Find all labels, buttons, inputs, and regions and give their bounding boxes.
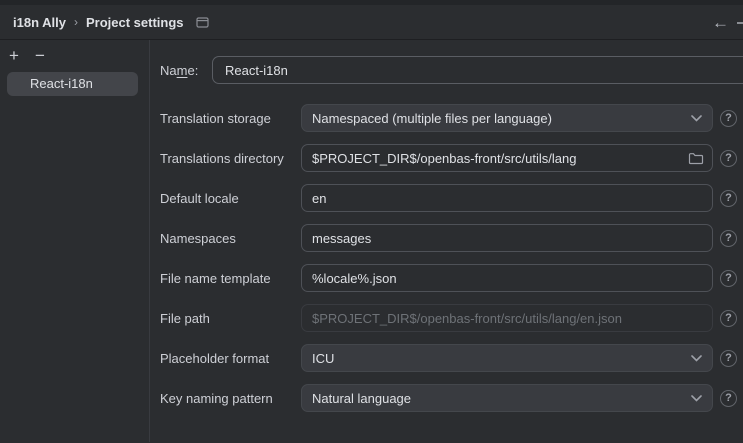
- sidebar-toolbar: + −: [0, 40, 149, 70]
- placeholder-format-row: Placeholder format ICU ?: [160, 344, 743, 372]
- translations-directory-label: Translations directory: [160, 150, 284, 166]
- chevron-down-icon: [691, 354, 702, 362]
- sidebar-item-react-i18n[interactable]: React-i18n: [7, 72, 138, 96]
- help-icon[interactable]: ?: [720, 389, 737, 407]
- namespaces-row: Namespaces ?: [160, 224, 743, 252]
- help-icon[interactable]: ?: [720, 349, 737, 367]
- placeholder-format-select[interactable]: ICU: [301, 344, 713, 372]
- file-path-label: File path: [160, 310, 210, 326]
- key-naming-pattern-label: Key naming pattern: [160, 390, 273, 406]
- placeholder-format-label: Placeholder format: [160, 350, 270, 366]
- name-row: Name:: [160, 56, 743, 84]
- back-arrow-icon[interactable]: ←: [712, 12, 729, 32]
- breadcrumb-separator-icon: ›: [73, 15, 78, 29]
- file-name-template-input[interactable]: [301, 264, 713, 292]
- add-project-button[interactable]: +: [2, 45, 26, 67]
- key-naming-pattern-value: Natural language: [312, 390, 412, 406]
- key-naming-pattern-select[interactable]: Natural language: [301, 384, 713, 412]
- window-icon[interactable]: [195, 16, 209, 28]
- translation-storage-row: Translation storage Namespaced (multiple…: [160, 104, 743, 132]
- file-path-row: File path ?: [160, 304, 743, 332]
- help-icon[interactable]: ?: [720, 229, 737, 247]
- chevron-down-icon: [691, 114, 702, 122]
- placeholder-format-value: ICU: [312, 350, 335, 366]
- header: i18n Ally › Project settings ←: [0, 5, 743, 40]
- translation-storage-value: Namespaced (multiple files per language): [312, 110, 552, 126]
- translations-directory-row: Translations directory ?: [160, 144, 743, 172]
- window-top-strip: [0, 0, 743, 5]
- help-icon[interactable]: ?: [720, 309, 737, 327]
- settings-form: Name: Translation storage Namespaced (mu…: [150, 40, 743, 442]
- translation-storage-select[interactable]: Namespaced (multiple files per language): [301, 104, 713, 132]
- breadcrumb-root[interactable]: i18n Ally: [13, 14, 66, 30]
- header-actions: ←: [712, 12, 743, 32]
- remove-project-button[interactable]: −: [28, 45, 52, 67]
- help-icon[interactable]: ?: [720, 189, 737, 207]
- help-icon[interactable]: ?: [720, 269, 737, 287]
- default-locale-row: Default locale ?: [160, 184, 743, 212]
- main-split: + − React-i18n Name: Translation storage…: [0, 40, 743, 442]
- breadcrumb-current: Project settings: [85, 14, 184, 30]
- translations-directory-input[interactable]: [312, 150, 688, 166]
- folder-icon[interactable]: [688, 152, 704, 165]
- translation-storage-label: Translation storage: [160, 110, 271, 126]
- namespaces-input[interactable]: [301, 224, 713, 252]
- name-label: Name:: [160, 62, 199, 78]
- translations-directory-field: [301, 144, 713, 172]
- file-name-template-row: File name template ?: [160, 264, 743, 292]
- sidebar: + − React-i18n: [0, 40, 150, 442]
- default-locale-input[interactable]: [301, 184, 713, 212]
- help-icon[interactable]: ?: [720, 109, 737, 127]
- file-path-input: [301, 304, 713, 332]
- chevron-down-icon: [691, 394, 702, 402]
- file-name-template-label: File name template: [160, 270, 271, 286]
- help-icon[interactable]: ?: [720, 149, 737, 167]
- name-input[interactable]: [212, 56, 743, 84]
- default-locale-label: Default locale: [160, 190, 239, 206]
- key-naming-pattern-row: Key naming pattern Natural language ?: [160, 384, 743, 412]
- breadcrumb: i18n Ally › Project settings: [13, 15, 209, 30]
- forward-arrow-icon[interactable]: [737, 21, 743, 24]
- namespaces-label: Namespaces: [160, 230, 236, 246]
